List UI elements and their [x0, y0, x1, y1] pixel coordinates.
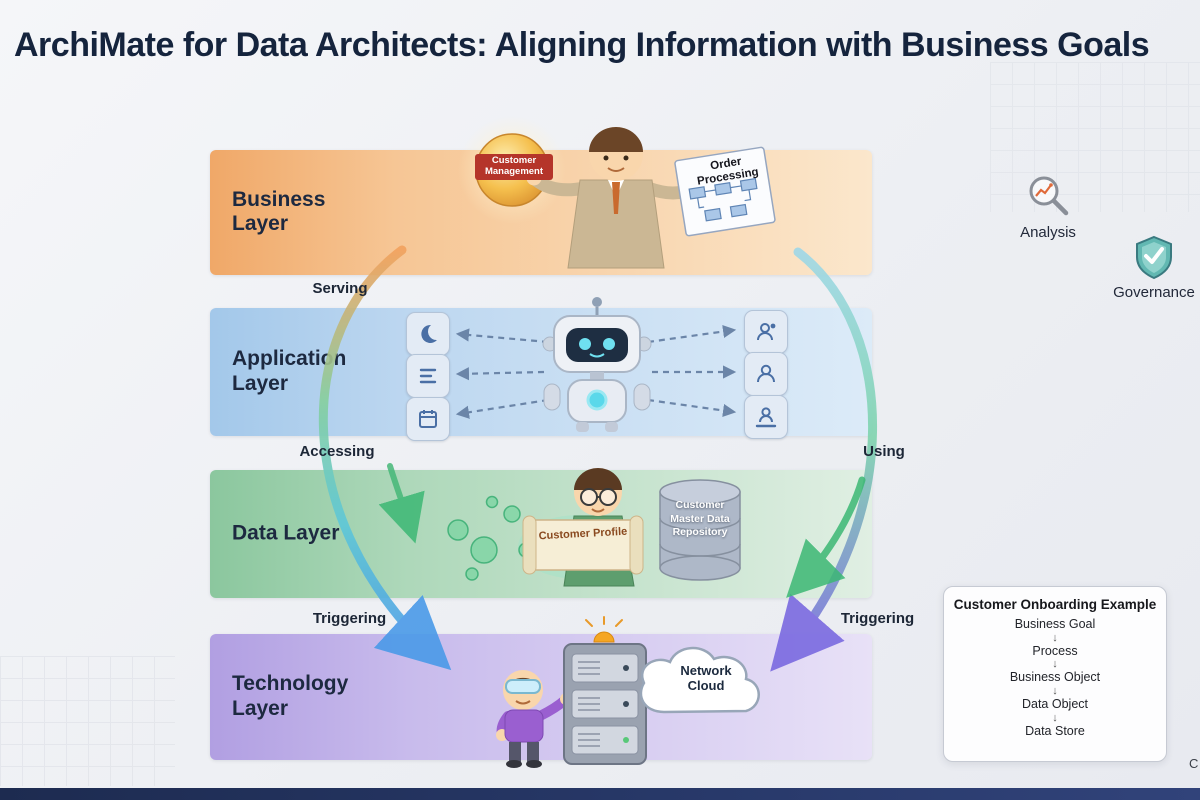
data-layer-scene: Customer Profile Customer Master Data Re… [430, 452, 775, 607]
governance-item: Governance [1110, 234, 1198, 301]
relation-label-serving: Serving [312, 280, 368, 297]
footer-bar [0, 788, 1200, 800]
engineer-figure [496, 670, 572, 768]
example-step-business-goal: Business Goal [1014, 617, 1096, 631]
network-cloud-icon [639, 646, 760, 714]
example-step-data-object: Data Object [1021, 696, 1088, 711]
edge-cropped-text: C [1189, 756, 1199, 771]
list-icon [419, 368, 437, 384]
relation-label-using: Using [863, 443, 905, 460]
business-layer-label: Business Layer [232, 187, 326, 236]
relation-label-triggering-left: Triggering [312, 610, 387, 627]
business-layer-scene: Customer Management Order Processing [450, 96, 780, 276]
shield-governance-icon [1136, 235, 1172, 280]
server-rack-icon [563, 616, 647, 765]
network-cloud-label: Network Cloud [680, 663, 732, 693]
customer-management-label: Customer Management [475, 154, 553, 180]
down-arrow-icon: ↓ [1052, 658, 1058, 671]
app-tile-list [406, 354, 450, 398]
calendar-icon [419, 410, 437, 428]
application-layer-label: Application Layer [232, 347, 347, 395]
customer-profile-scroll-icon [522, 515, 644, 575]
governance-label: Governance [1113, 284, 1195, 301]
analysis-item: Analysis [1014, 172, 1082, 241]
down-arrow-icon: ↓ [1052, 711, 1058, 724]
user-desk-icon [755, 407, 777, 428]
analysis-label: Analysis [1020, 224, 1076, 241]
example-step-data-store: Data Store [1025, 723, 1085, 738]
example-box-title: Customer Onboarding Example [953, 597, 1157, 612]
crescent-icon [421, 324, 437, 343]
app-tile-user [744, 352, 788, 396]
customer-master-data-repository-label: Customer Master Data Repository [670, 499, 730, 539]
app-tile-user-desk [744, 395, 788, 439]
decorative-grid-bottom-left [0, 656, 175, 786]
down-arrow-icon: ↓ [1052, 684, 1058, 697]
magnifier-analysis-icon [1029, 176, 1069, 216]
app-tile-user-bell [744, 310, 788, 354]
example-step-business-object: Business Object [1009, 670, 1101, 685]
example-step-process: Process [1032, 643, 1078, 658]
user-bell-icon [757, 323, 776, 341]
app-tile-crescent [406, 312, 450, 356]
example-box: Customer Onboarding Example Business Goa… [943, 586, 1167, 762]
customer-master-data-repository-icon [659, 479, 741, 581]
relation-label-triggering-right: Triggering [840, 610, 915, 627]
data-bubbles-icon [447, 495, 534, 581]
app-tile-calendar [406, 397, 450, 441]
order-processing-document-icon [674, 146, 776, 237]
data-layer-label: Data Layer [232, 521, 340, 545]
down-arrow-icon: ↓ [1052, 631, 1058, 644]
robot-icon [542, 297, 652, 432]
page-title: ArchiMate for Data Architects: Aligning … [14, 26, 1150, 64]
business-architect-figure [526, 127, 702, 269]
user-icon [757, 364, 775, 383]
technology-layer-label: Technology Layer [232, 672, 349, 720]
technology-layer-scene: Network Cloud [468, 616, 768, 771]
application-layer-scene [530, 292, 665, 442]
relation-label-accessing: Accessing [299, 443, 375, 460]
